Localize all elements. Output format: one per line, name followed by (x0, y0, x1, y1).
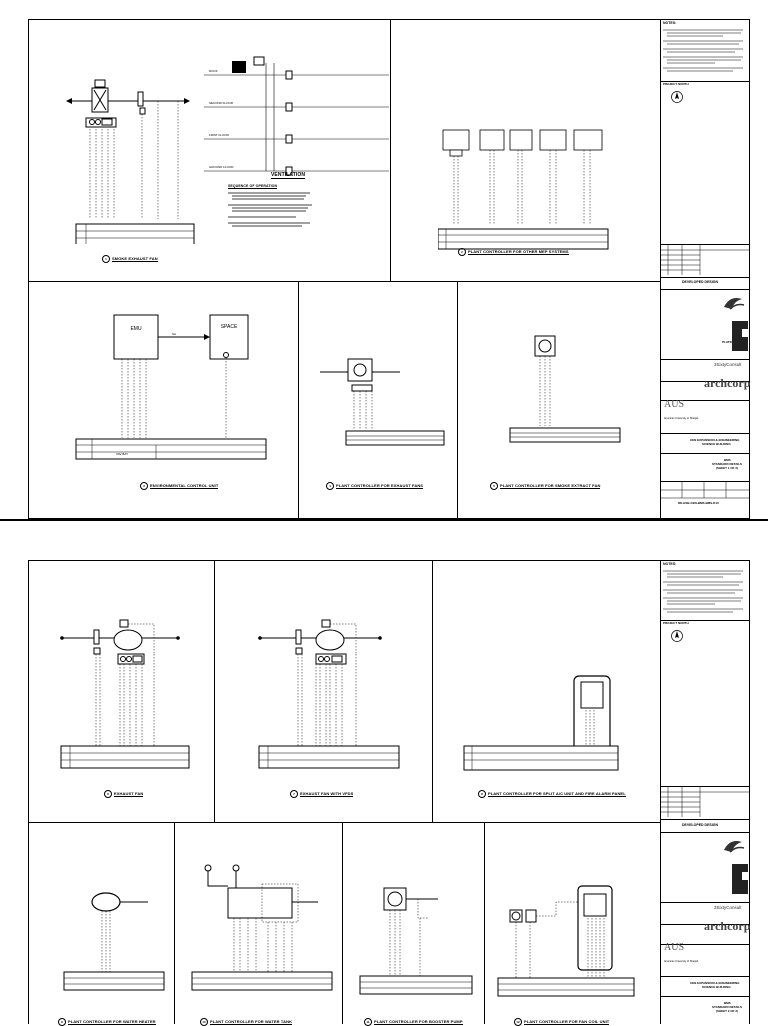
exhaust-fan-diagram (60, 619, 190, 769)
split-ac-fire-alarm-diagram (463, 675, 619, 771)
university-name: American University of Sharjah (664, 960, 699, 963)
grid-line (298, 281, 299, 519)
grid-line (484, 822, 485, 1024)
grid-line (28, 281, 660, 282)
drawing-title: (SHEET 2 OF 2) (716, 1009, 739, 1013)
client-logo (724, 298, 745, 310)
consultant-logo: 3SixtyConsult (714, 362, 742, 367)
notes-heading: NOTES: (663, 21, 677, 25)
project-name-line: SCIENCE BUILDING (702, 442, 731, 446)
level-label: FIRST FLOOR (209, 133, 229, 137)
smoke-exhaust-fan-diagram (66, 79, 195, 244)
project-north-label: PROJECT NORTH (663, 621, 689, 625)
estidama-logo (732, 321, 748, 351)
smoke-extract-fan-diagram (509, 335, 621, 443)
platinum-label: PLATINUM (722, 340, 738, 344)
water-heater-diagram (63, 892, 165, 991)
drawing-info-table (660, 482, 750, 499)
revision-table (660, 245, 750, 275)
grid-line (660, 19, 661, 519)
university-logo: AUS (664, 399, 685, 410)
consultant-logo: 3SixtyConsult (714, 905, 742, 910)
sequence-notes-text (228, 192, 312, 227)
notes-text (663, 570, 743, 613)
grid-line (214, 560, 215, 822)
fan-coil-unit-diagram (497, 885, 635, 997)
vav-label: VAV-BAY (116, 452, 129, 456)
level-label: ROOF (209, 69, 218, 73)
ventilation-title: VENTILATION (271, 172, 306, 179)
sheet-border (28, 19, 750, 519)
project-name-line: CEN EXPANSION & ENGINEERING (690, 438, 740, 442)
university-logo: AUS (664, 942, 685, 953)
estidama-logo (732, 864, 748, 894)
drawing-title: STANDARD DETAILS (712, 462, 743, 466)
sequence-title: SEQUENCE OF OPERATION (228, 184, 278, 189)
issue-status: DEVELOPED DESIGN (682, 823, 718, 827)
architect-logo: archcorp (704, 376, 751, 390)
ventilation-riser-diagram (204, 56, 389, 176)
exhaust-fan-vfd-diagram (258, 619, 400, 769)
issue-status: DEVELOPED DESIGN (682, 280, 718, 284)
grid-line (28, 822, 660, 823)
grid-line (342, 822, 343, 1024)
drawing-number: DD-ESB-CEN-BMS-BMS-D10 (678, 501, 719, 505)
project-north-label: PROJECT NORTH (663, 82, 689, 86)
sa-label: SA (172, 332, 177, 336)
environmental-control-unit-diagram (75, 314, 267, 460)
grid-line (457, 281, 458, 519)
grid-line (390, 19, 391, 281)
drawing-title: STANDARD DETAILS (712, 1005, 743, 1009)
project-name-line: SCIENCE BUILDING (702, 985, 731, 989)
other-mep-diagram (438, 129, 609, 250)
exhaust-fans-diagram (320, 358, 445, 446)
level-label: SECOND FLOOR (209, 101, 234, 105)
notes-text (663, 29, 743, 72)
grid-line (174, 822, 175, 1024)
grid-line (432, 560, 433, 822)
north-arrow-icon (671, 91, 683, 103)
title-block: NOTES: PROJECT NORTH DEVELOPED DE (660, 19, 750, 519)
north-arrow-icon (671, 630, 683, 642)
project-name-line: CEN EXPANSION & ENGINEERING (690, 981, 740, 985)
revision-table (660, 787, 750, 817)
ecu-label: EMU (130, 326, 142, 332)
level-label: GROUND FLOOR (209, 165, 234, 169)
discipline: BMS (724, 458, 731, 462)
drawing-title: (SHEET 1 OF 2) (716, 466, 739, 470)
notes-heading: NOTES: (663, 562, 677, 566)
booster-pump-diagram (359, 887, 473, 995)
discipline: BMS (724, 1001, 731, 1005)
sheet-separator (0, 519, 768, 521)
university-name: American University of Sharjah (664, 417, 699, 420)
space-label: SPACE (220, 324, 238, 330)
title-block: NOTES: PROJECT NORTH DEVELOPED DE (660, 560, 750, 1024)
client-logo (724, 841, 745, 853)
architect-logo: archcorp (704, 919, 751, 933)
water-tank-diagram (191, 864, 333, 991)
